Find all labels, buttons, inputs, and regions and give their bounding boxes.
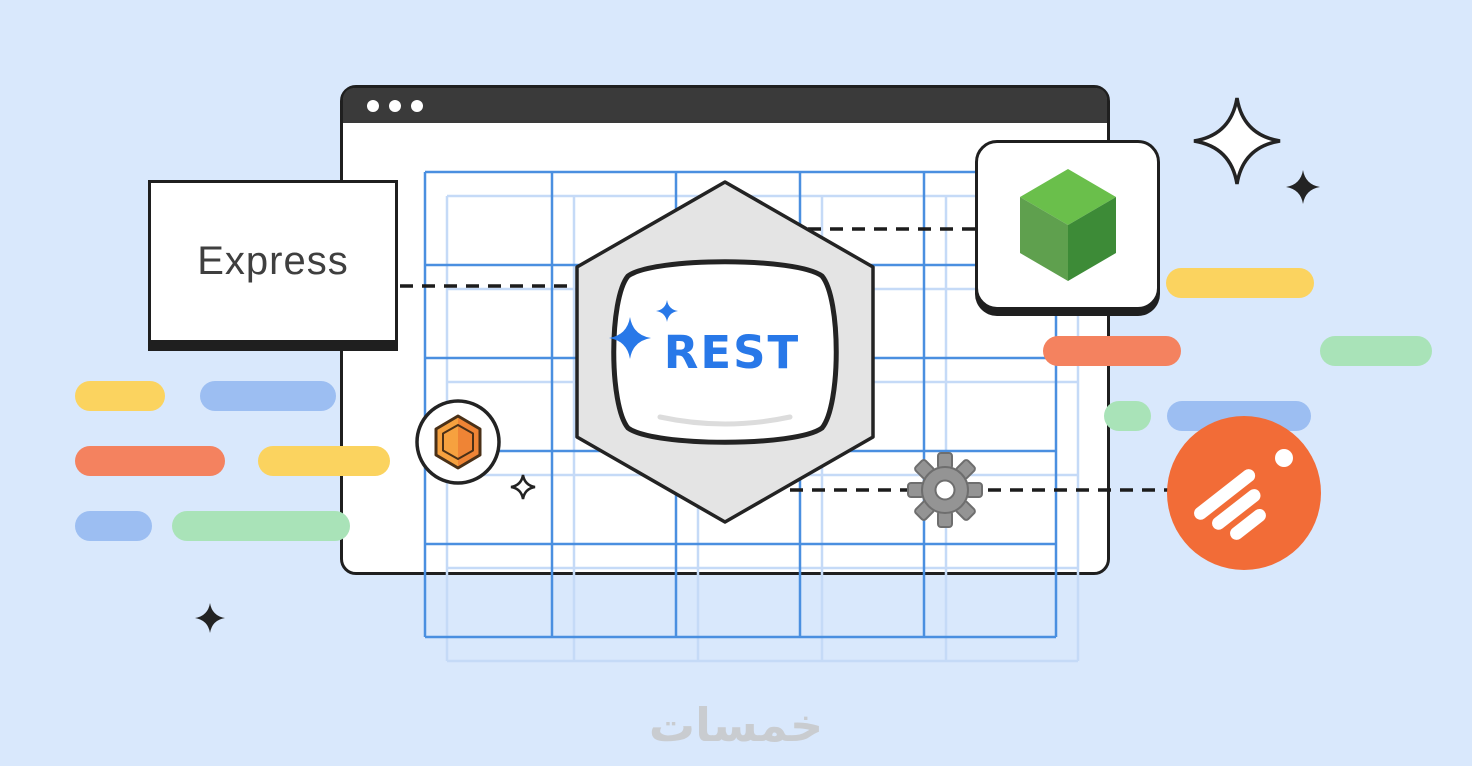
code-pill: [258, 446, 390, 476]
express-label: Express: [197, 239, 349, 283]
nodejs-card: [975, 140, 1160, 310]
postman-glyph: [1194, 469, 1266, 540]
postman-glyph-dot: [1275, 449, 1293, 467]
watermark-text: خمسات: [648, 698, 824, 752]
code-pill: [1320, 336, 1432, 366]
code-pill: [1166, 268, 1314, 298]
window-control-dot: [389, 99, 401, 112]
code-pill: [172, 511, 350, 541]
window-control-dot: [411, 99, 423, 112]
code-pill: [200, 381, 336, 411]
window-control-dot: [367, 99, 379, 112]
code-pill: [75, 381, 165, 411]
rest-hexagon: REST: [575, 180, 875, 524]
star-solid-icon: [195, 603, 225, 633]
code-pill: [1043, 336, 1181, 366]
package-badge-icon: [415, 399, 501, 485]
express-card: Express: [148, 180, 398, 343]
pillow-seam: [657, 414, 793, 427]
postman-circle: [1167, 416, 1321, 570]
star-solid-icon: [1286, 170, 1320, 204]
nodejs-logo-icon: [1019, 169, 1116, 281]
browser-window-header: [343, 88, 1107, 123]
code-pill: [75, 446, 225, 476]
postman-logo-icon: [1167, 416, 1321, 570]
code-pill: [1104, 401, 1151, 431]
gear-icon: [907, 452, 983, 528]
rest-label: REST: [664, 326, 801, 379]
code-pill: [75, 511, 152, 541]
star-outline-icon: [1193, 97, 1281, 185]
